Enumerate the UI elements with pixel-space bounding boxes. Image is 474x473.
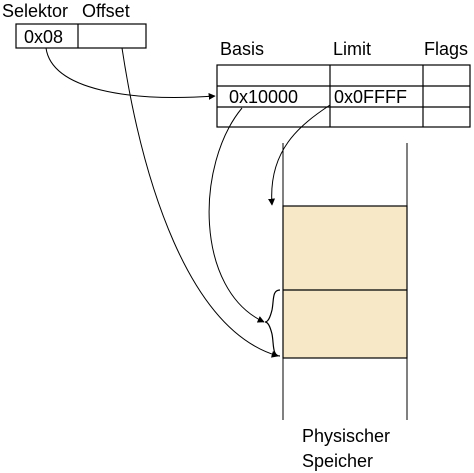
arrow-limit-to-segment-top (268, 104, 331, 206)
offset-brace (264, 289, 281, 357)
header-flags: Flags (424, 39, 468, 59)
arrow-basis-to-segment-start (208, 107, 265, 323)
arrow-offset-to-address (121, 47, 279, 358)
descriptor-limit-value: 0x0FFFF (334, 87, 407, 107)
selector-label: Selektor (2, 1, 68, 21)
offset-label: Offset (82, 1, 130, 21)
descriptor-table: 0x10000 0x0FFFF (216, 64, 471, 128)
header-basis: Basis (220, 39, 264, 59)
selector-value: 0x08 (24, 27, 63, 47)
memory-caption-line1: Physischer (302, 426, 390, 446)
memory-caption-line2: Speicher (302, 451, 373, 471)
memory-segment (282, 205, 408, 359)
header-limit: Limit (333, 39, 371, 59)
arrow-selector-to-descriptor (45, 47, 216, 100)
descriptor-basis-value: 0x10000 (229, 87, 298, 107)
selector-offset-box: 0x08 (15, 23, 147, 49)
